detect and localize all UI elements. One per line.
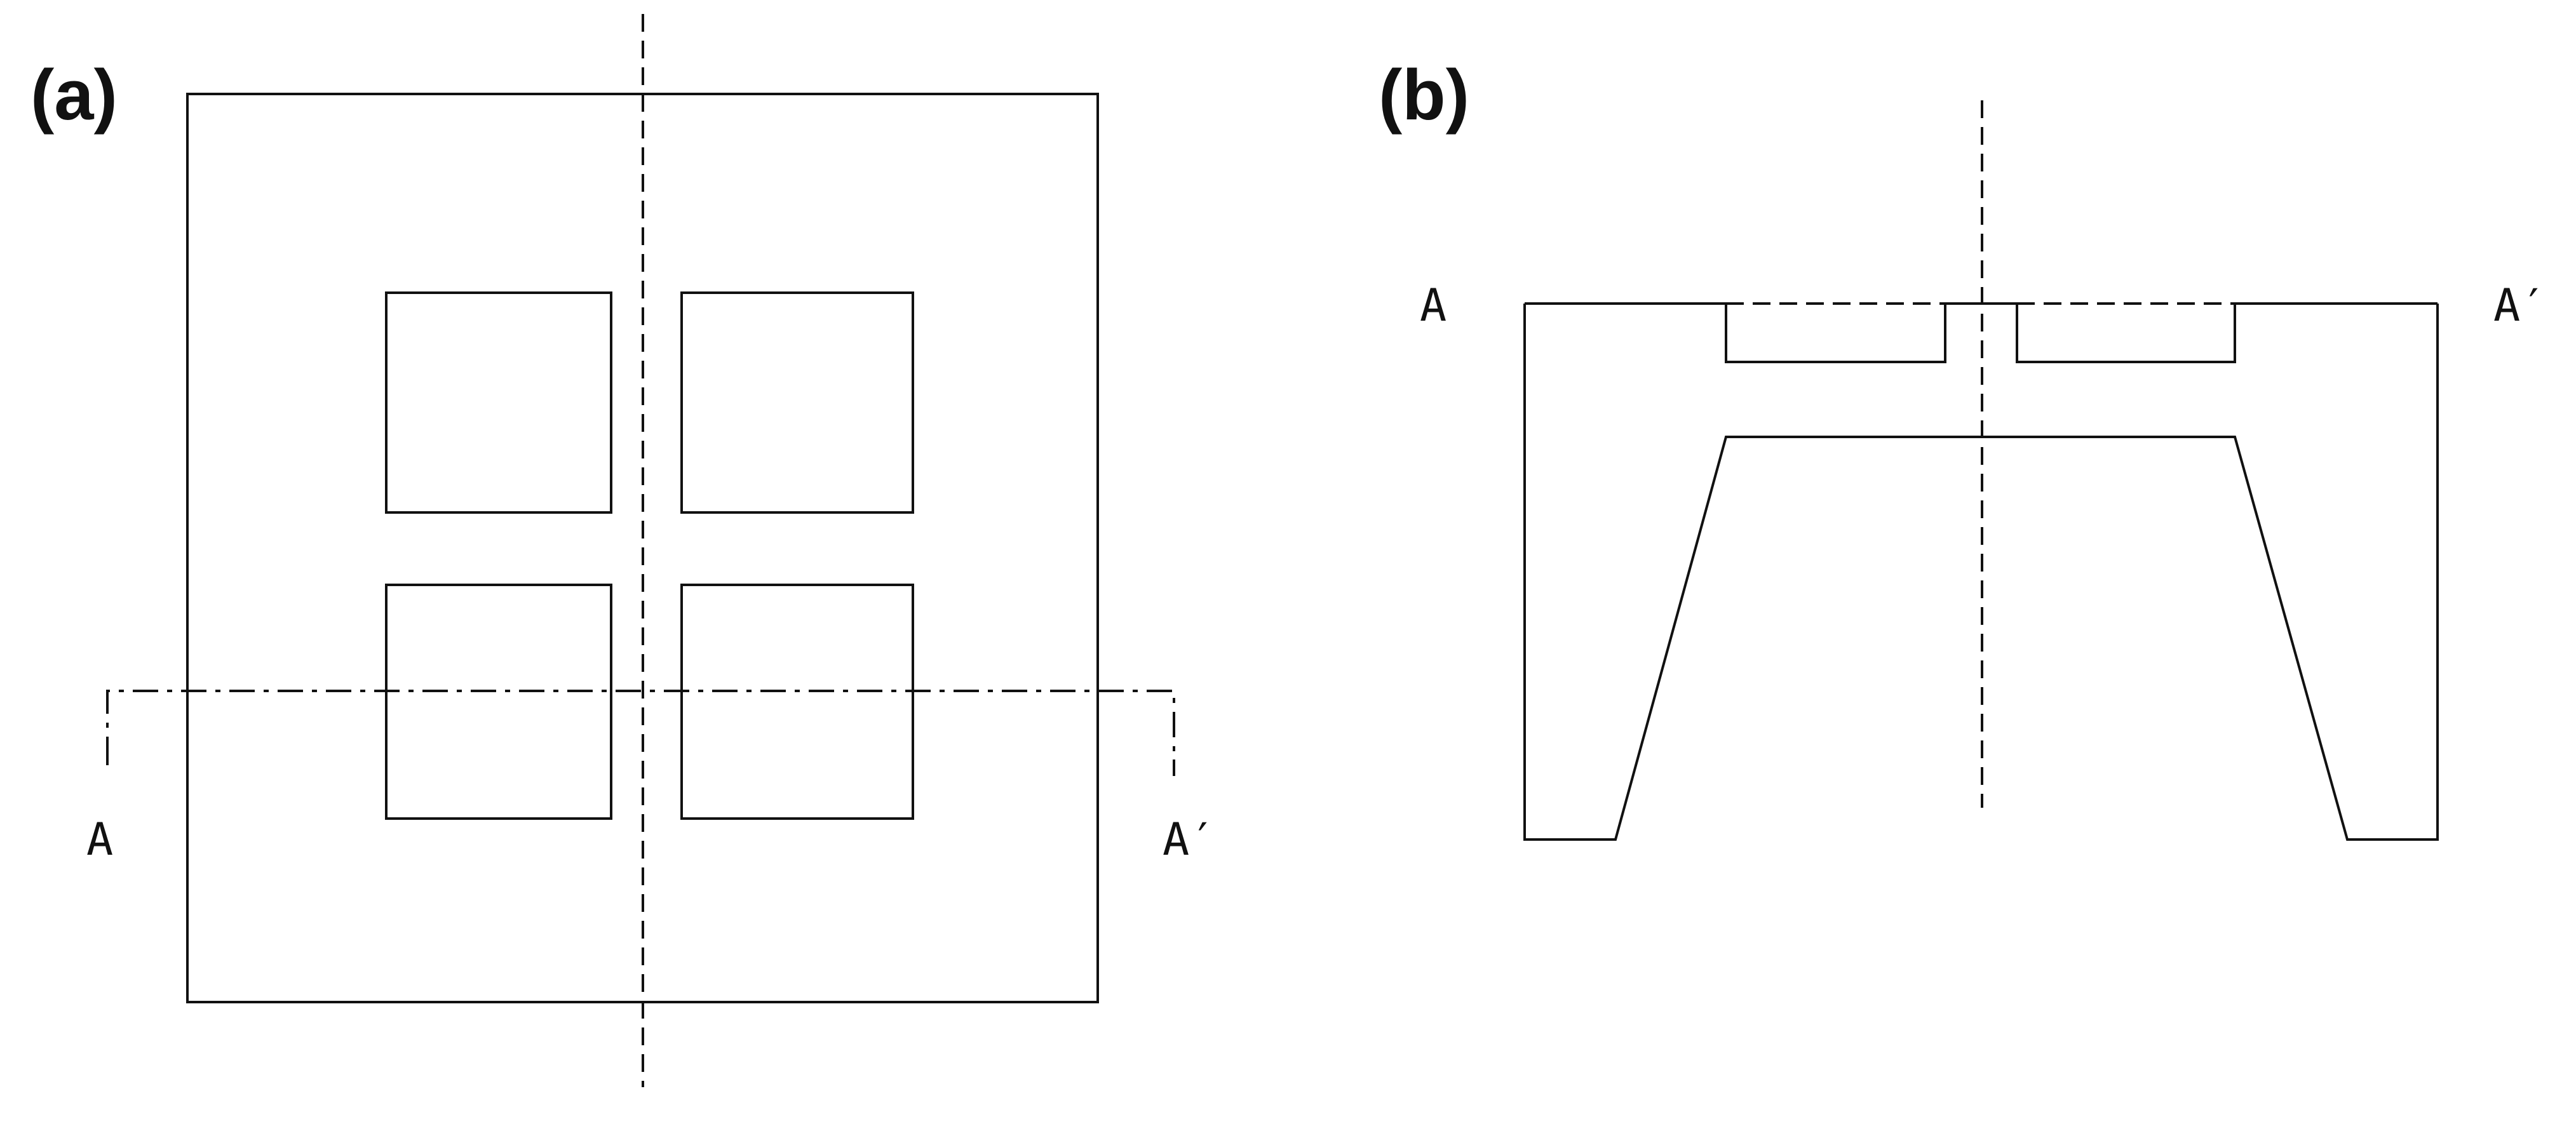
section-label-a: A [1420,279,1446,331]
panel-b-label: (b) [1379,55,1469,135]
section-line-a-a-prime [106,690,1175,762]
section-label-a: A [86,813,113,866]
section-label-a-prime: A′ [2493,279,2547,331]
cavity-bottom-left [385,584,612,820]
cavity-top-right [680,291,914,514]
recess-right [2016,304,2236,363]
panel-b: (b) A A′ [1379,55,2547,841]
panel-a-label: (a) [30,55,118,135]
cavity-bottom-right [680,584,914,820]
panel-a: (a) A A′ [30,14,1216,1087]
section-label-a-prime: A′ [1163,813,1216,866]
recess-left [1725,304,1946,363]
section-outline [1523,304,2439,841]
cavity-top-left [385,291,612,514]
